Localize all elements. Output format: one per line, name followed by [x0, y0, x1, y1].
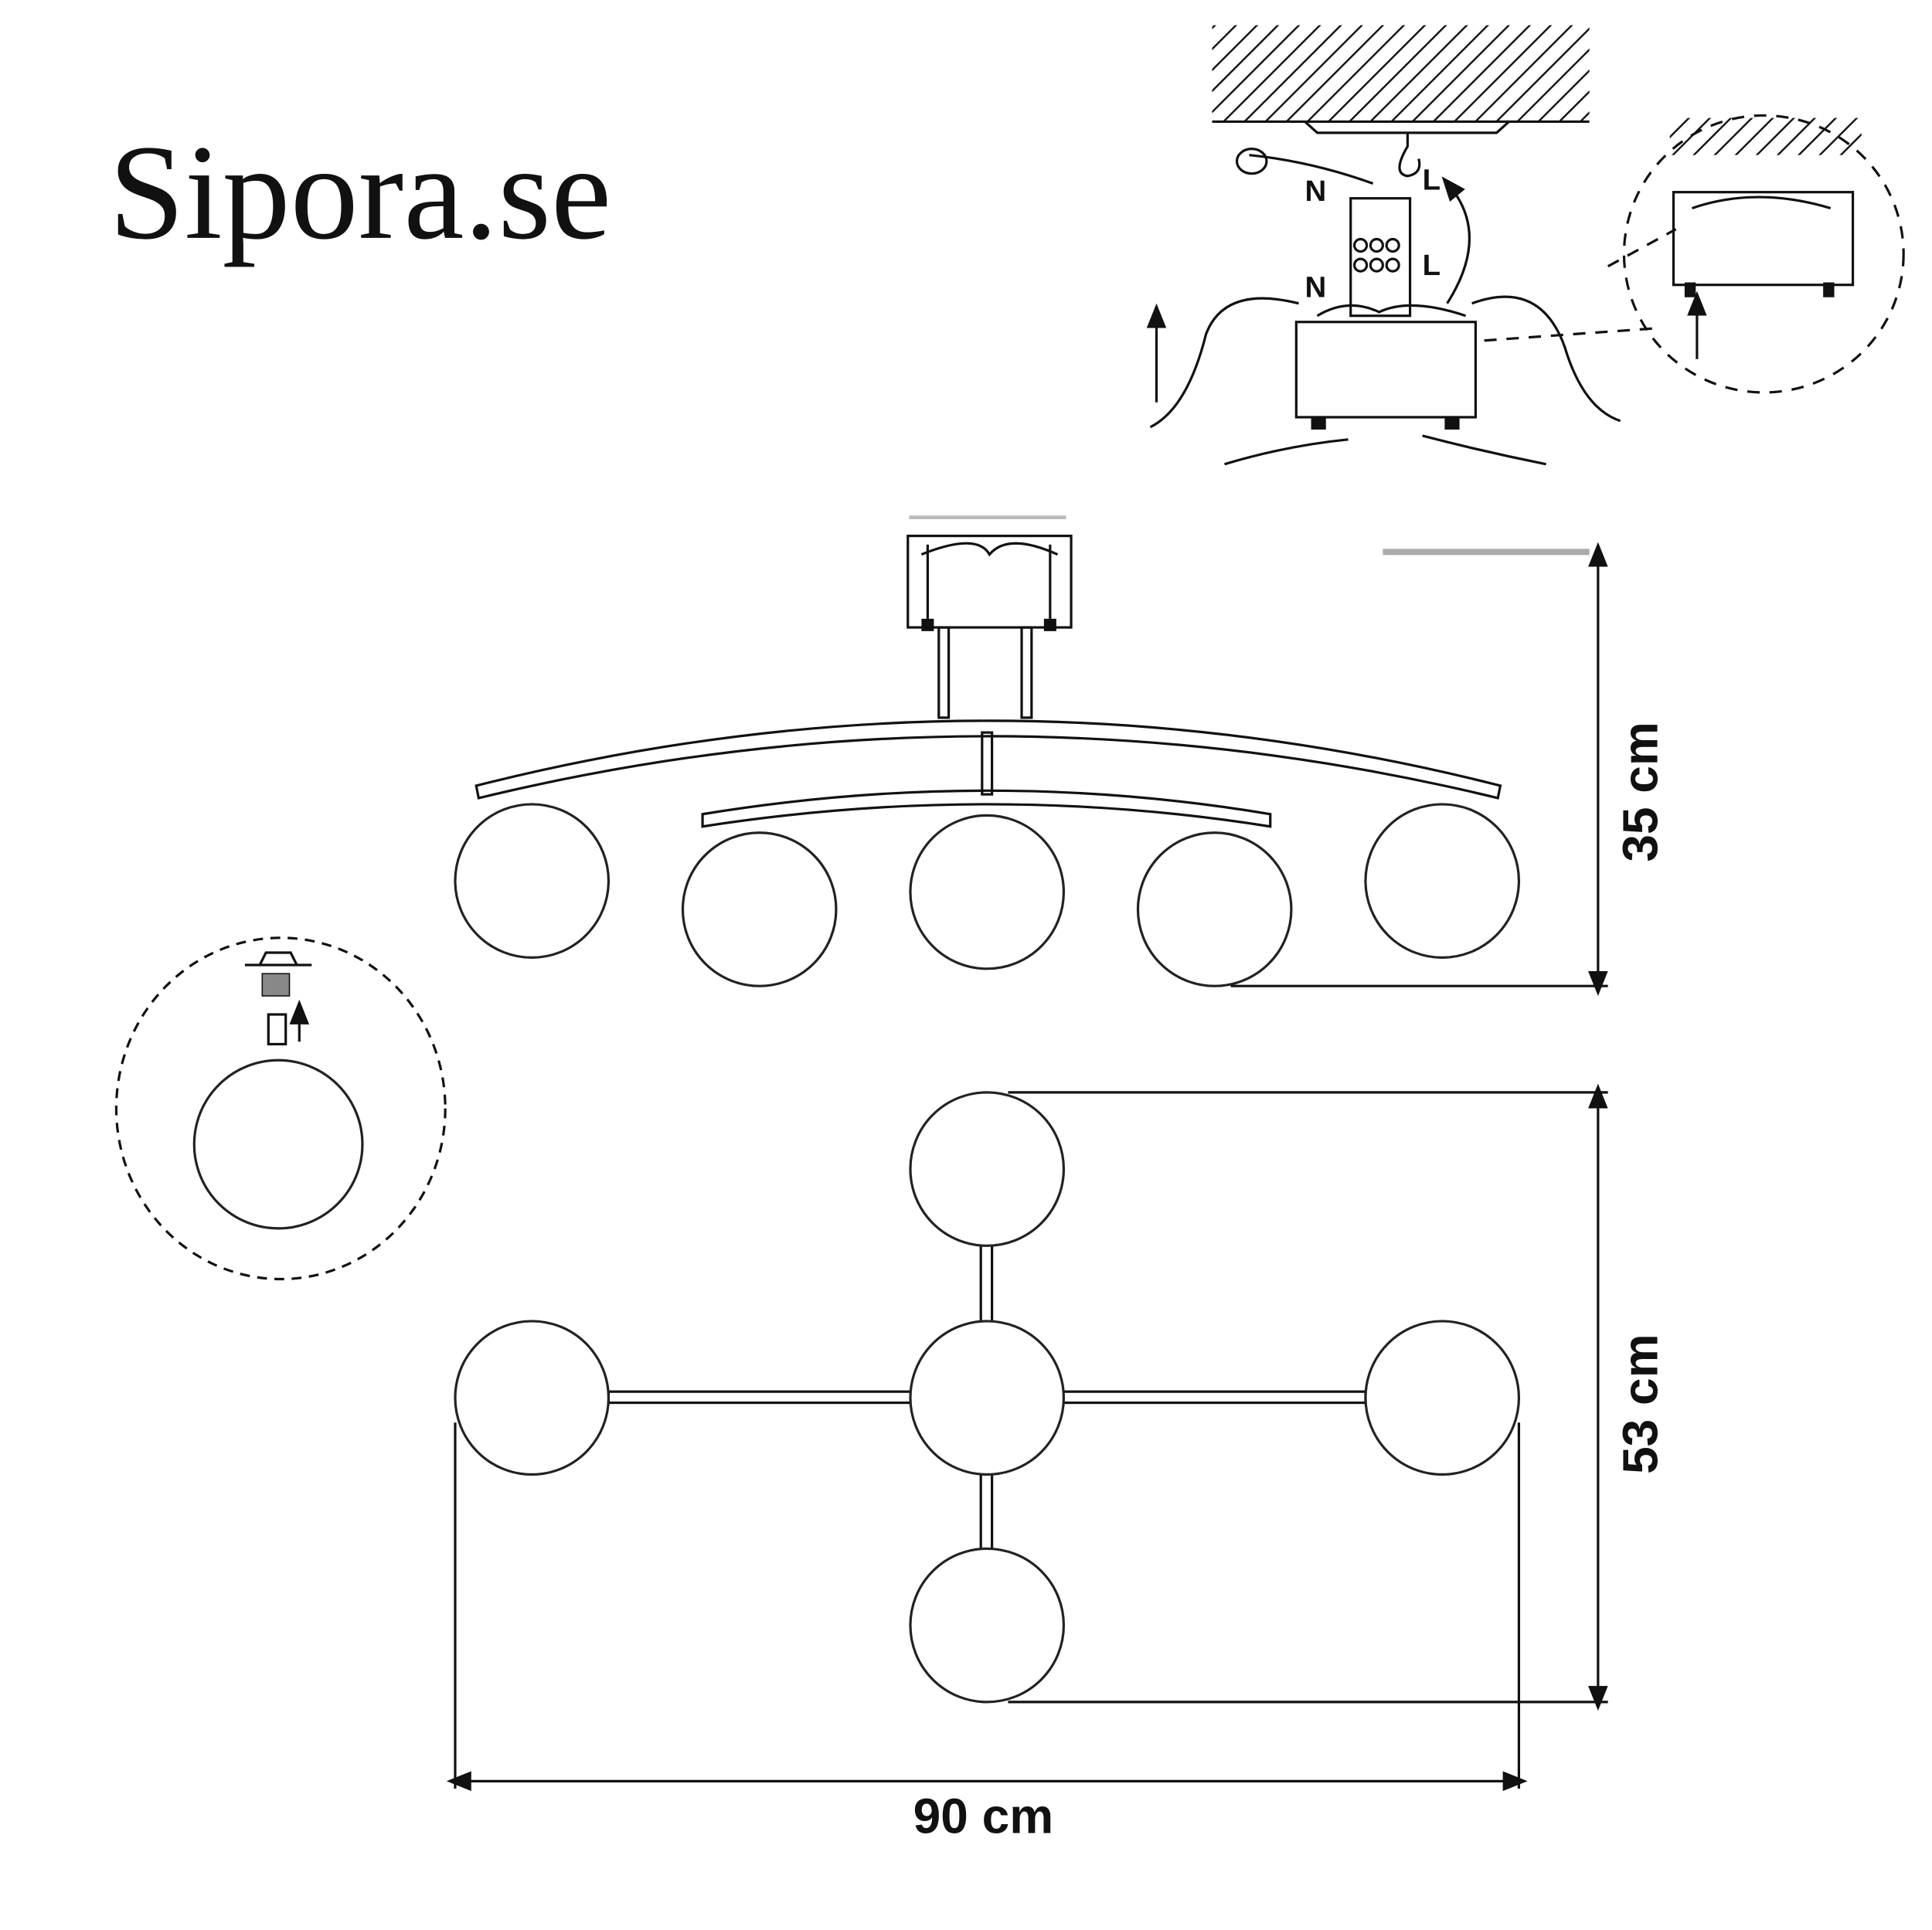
globe: [909, 814, 1066, 970]
hand-right: [1471, 295, 1621, 423]
detail-circle: [1622, 114, 1905, 394]
canopy-box: [1294, 321, 1478, 419]
depth-dimension: 53 cm: [1008, 1083, 1668, 1711]
globe: [1364, 1320, 1521, 1476]
hand-left: [1149, 297, 1299, 429]
globe: [454, 1320, 611, 1476]
mount-box: [906, 535, 1073, 629]
plug-cable: [1249, 154, 1374, 185]
globe: [909, 1091, 1066, 1247]
wire-label-n-bottom: N: [1305, 271, 1327, 304]
height-label: 35 cm: [1613, 722, 1668, 862]
globe: [1136, 831, 1293, 987]
ceiling-hatch: [1212, 25, 1590, 122]
width-dimension: 90 cm: [446, 1422, 1528, 1844]
globe: [909, 1320, 1066, 1476]
depth-label: 53 cm: [1613, 1334, 1668, 1474]
wire-label-l-bottom: L: [1423, 249, 1440, 282]
outer-arm: [474, 719, 1502, 800]
wire-label-n-top: N: [1305, 175, 1327, 208]
wire-label-l-top: L: [1423, 163, 1440, 196]
globe: [681, 831, 838, 987]
globe: [909, 1547, 1066, 1704]
curved-arrow-icon: [1441, 176, 1471, 304]
width-label: 90 cm: [913, 1789, 1054, 1844]
side-view: [454, 515, 1521, 987]
terminal-block: [1349, 197, 1412, 318]
plug-icon: [1235, 148, 1268, 175]
hook-icon: [1398, 132, 1421, 178]
installation-diagram: N L N L: [1146, 25, 1905, 466]
height-dimension: 35 cm: [1230, 542, 1668, 997]
inner-arm: [701, 789, 1272, 828]
top-view: [454, 1091, 1521, 1704]
bulb-detail: [114, 936, 447, 1281]
brand-logo: Sipora.se: [109, 117, 611, 268]
globe: [454, 803, 611, 959]
globe: [192, 1058, 364, 1230]
globe: [1364, 803, 1521, 959]
